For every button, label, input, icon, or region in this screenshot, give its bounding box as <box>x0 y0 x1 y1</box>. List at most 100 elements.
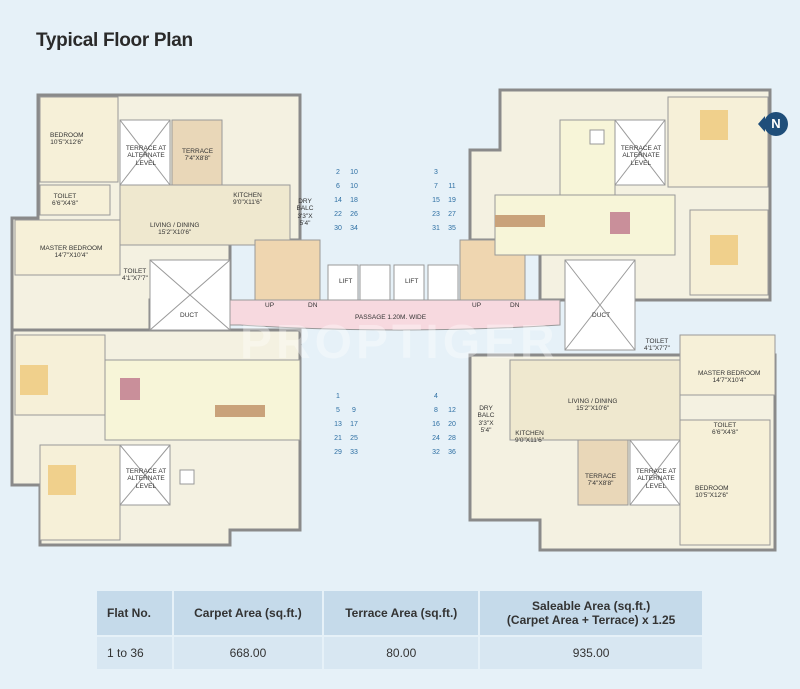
flat-number-row: 6 10 <box>330 180 362 194</box>
cell-flat-no: 1 to 36 <box>97 635 174 669</box>
flat-number: 29 <box>334 449 342 456</box>
flat-number: 21 <box>334 435 342 442</box>
saleable-title: Saleable Area (sq.ft.) <box>532 599 651 613</box>
flat-number: 32 <box>432 449 440 456</box>
flat-number: 17 <box>350 421 358 428</box>
table-row: 1 to 36 668.00 80.00 935.00 <box>97 635 704 669</box>
flat-number-row: 21 25 <box>330 432 362 446</box>
flat-number: 36 <box>448 449 456 456</box>
page-title: Typical Floor Plan <box>36 30 193 51</box>
room-size: 9'0"X11'6" <box>515 437 545 445</box>
flat-number: 24 <box>432 435 440 442</box>
flat-number: 35 <box>448 225 456 232</box>
stair-up-left: UP <box>265 302 275 309</box>
flat-number: 1 <box>336 393 340 400</box>
room-name: KITCHEN <box>233 192 262 199</box>
cell-carpet-area: 668.00 <box>172 635 325 669</box>
flat-number: 16 <box>432 421 440 428</box>
flat-number: 18 <box>350 197 358 204</box>
flat-number: 26 <box>350 211 358 218</box>
flat-number: 15 <box>432 197 440 204</box>
room-terrace-alt-br: TERRACE AT ALTERNATE LEVEL <box>635 468 677 490</box>
north-arrow-icon: N <box>758 112 788 136</box>
room-name: DRY BALC <box>477 405 495 420</box>
flat-number: 8 <box>434 407 438 414</box>
room-size: 4'1"X7'7" <box>122 275 148 283</box>
header-terrace-area: Terrace Area (sq.ft.) <box>323 591 481 636</box>
room-size: 7'4"X8'8" <box>184 155 211 163</box>
room-size: 14'7"X10'4" <box>54 252 88 260</box>
room-name: TERRACE <box>585 473 617 480</box>
room-name: DRY BALC <box>296 198 314 213</box>
room-size: 3'3"X 5'4" <box>297 212 313 228</box>
room-size: 6'6"X4'8" <box>52 200 78 208</box>
room-size: 6'6"X4'8" <box>712 429 738 437</box>
flat-number: 23 <box>432 211 440 218</box>
flat-number-row: 7 11 <box>428 180 460 194</box>
flat-number: 33 <box>350 449 358 456</box>
flat-number-row: 32 36 <box>428 446 460 460</box>
room-name: TOILET <box>123 268 147 275</box>
header-saleable-area: Saleable Area (sq.ft.)(Carpet Area + Ter… <box>479 591 704 636</box>
room-name: MASTER BEDROOM <box>698 370 761 377</box>
flat-number: 6 <box>336 183 340 190</box>
flat-number: 5 <box>336 407 340 414</box>
room-size: 3'3"X 5'4" <box>478 419 494 435</box>
cell-saleable-area: 935.00 <box>479 635 704 669</box>
flat-number: 11 <box>448 183 456 190</box>
flat-number-row: 24 28 <box>428 432 460 446</box>
room-name: KITCHEN <box>515 430 544 437</box>
room-name: BEDROOM <box>695 485 729 492</box>
flat-number-row: 3 <box>428 166 460 180</box>
floor-plan-drawing <box>10 88 777 552</box>
flat-number-row: 4 <box>428 390 460 404</box>
flat-number: 28 <box>448 435 456 442</box>
flat-number: 25 <box>350 435 358 442</box>
area-table-header: Flat No. Carpet Area (sq.ft.) Terrace Ar… <box>97 591 704 636</box>
flat-number: 12 <box>448 407 456 414</box>
flat-number: 10 <box>350 183 358 190</box>
area-table: Flat No. Carpet Area (sq.ft.) Terrace Ar… <box>97 591 704 669</box>
header-flat-no: Flat No. <box>97 591 174 636</box>
flat-number: 9 <box>352 407 356 414</box>
room-name: TERRACE <box>182 148 214 155</box>
room-size: 14'7"X10'4" <box>712 377 746 385</box>
saleable-formula: (Carpet Area + Terrace) x 1.25 <box>506 613 676 627</box>
flat-number: 31 <box>432 225 440 232</box>
flat-number: 7 <box>434 183 438 190</box>
lift-right: LIFT <box>405 278 419 285</box>
flat-number-row: 8 12 <box>428 404 460 418</box>
stair-dn-right: DN <box>510 302 520 309</box>
room-name: TOILET <box>645 338 669 345</box>
flat-number: 20 <box>448 421 456 428</box>
flat-number: 30 <box>334 225 342 232</box>
flat-number: 3 <box>434 169 438 176</box>
room-size: 9'0"X11'6" <box>233 199 263 207</box>
watermark: PROPTIGER <box>240 316 559 369</box>
room-name: LIVING / DINING <box>568 398 618 405</box>
